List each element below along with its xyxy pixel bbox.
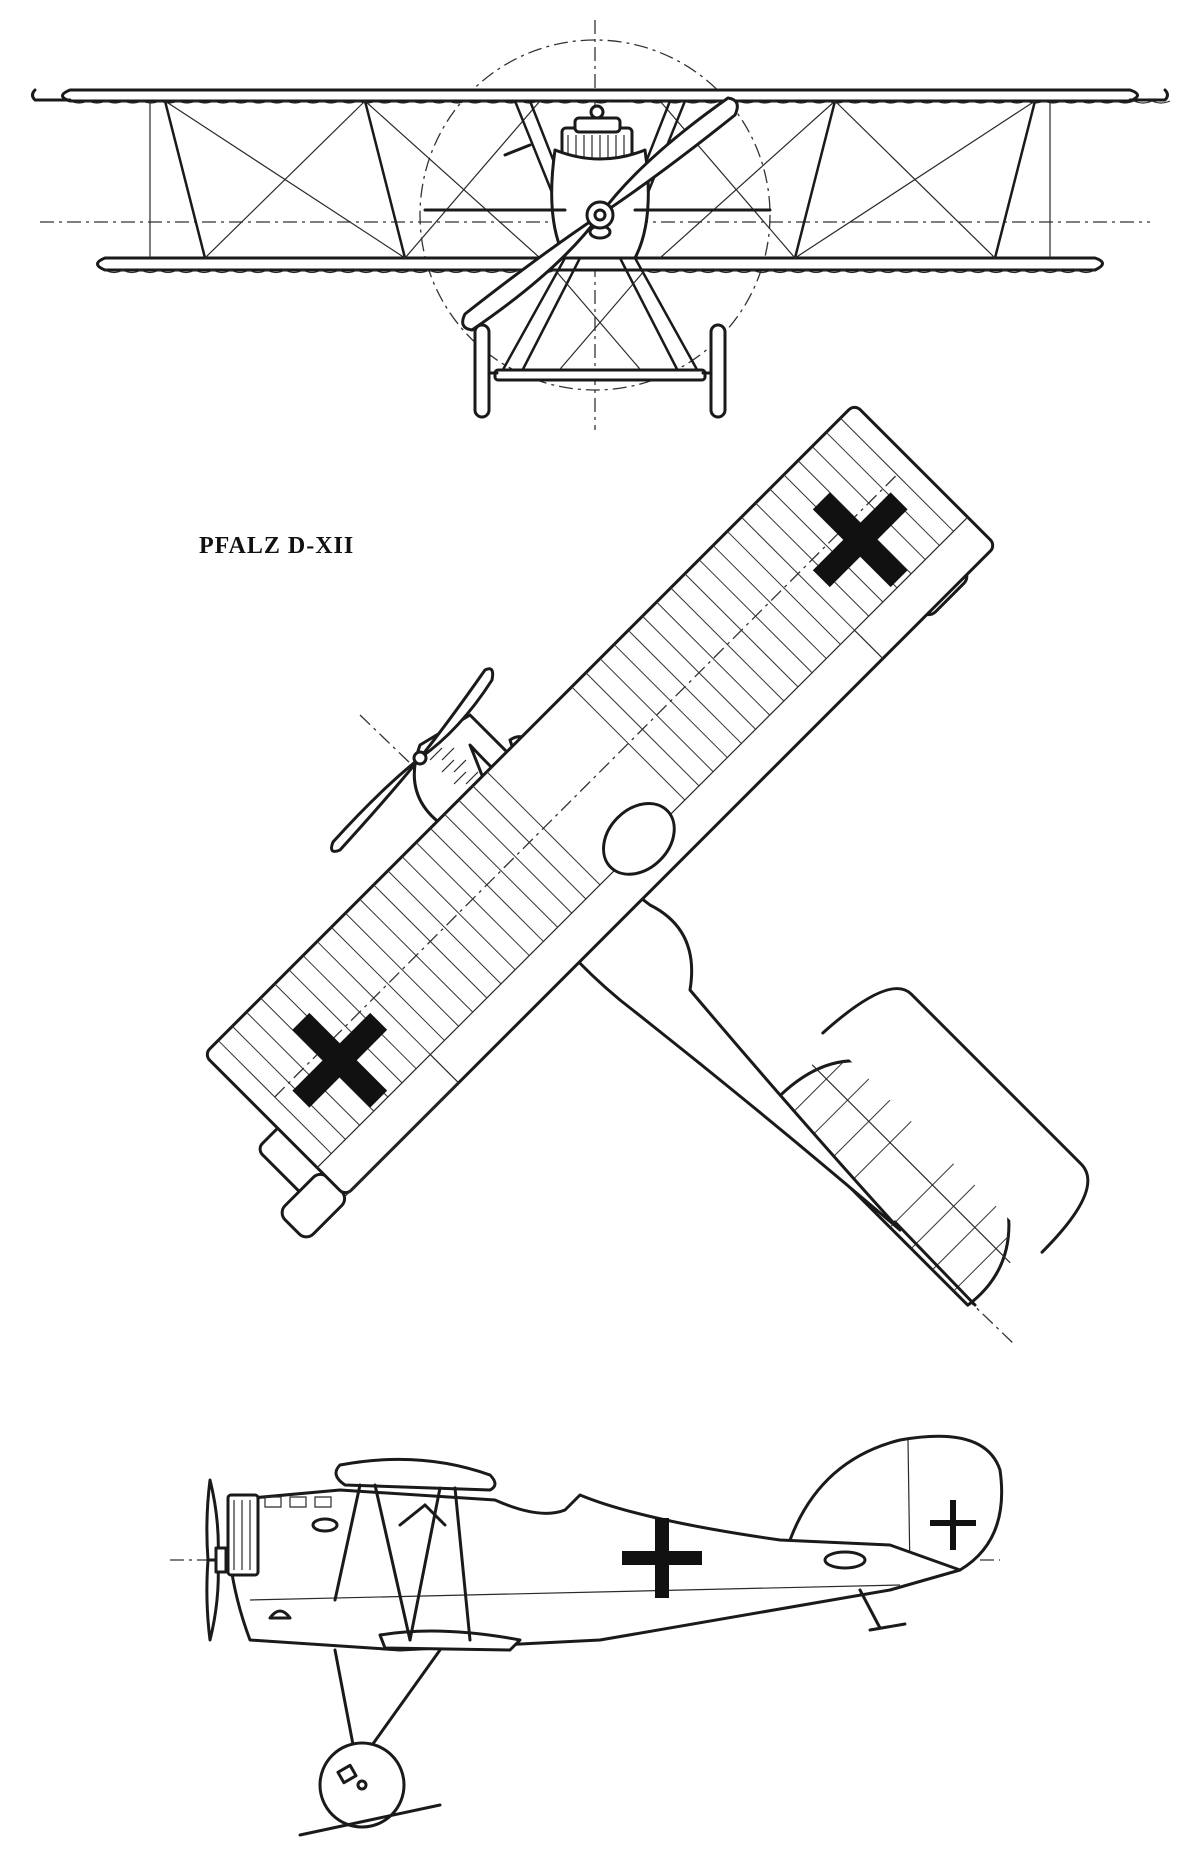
front-lower-wing <box>96 256 1104 272</box>
side-fuselage <box>228 1488 962 1652</box>
side-struts <box>333 1483 472 1642</box>
side-wheel <box>318 1741 406 1829</box>
drawing-title: PFALZ D-XII <box>199 533 355 559</box>
side-lower-wing <box>378 1629 522 1652</box>
front-landing-gear <box>473 256 727 419</box>
side-view <box>170 1434 1004 1837</box>
left-wheel <box>473 323 491 419</box>
side-upper-wing <box>334 1457 497 1492</box>
top-tailplane <box>761 987 1090 1307</box>
top-upper-wing <box>205 405 995 1197</box>
front-view <box>31 20 1171 430</box>
front-propeller <box>461 96 739 332</box>
front-upper-wing <box>61 88 1139 103</box>
side-fin-rudder <box>788 1434 1004 1577</box>
right-wheel <box>709 323 727 419</box>
wing-cross-left <box>292 1012 388 1108</box>
wing-cross-right <box>812 492 908 588</box>
top-propeller <box>330 667 495 853</box>
top-view <box>205 405 1090 1346</box>
rudder-cross <box>930 1500 976 1550</box>
side-landing-gear <box>298 1648 442 1837</box>
fuselage-cross <box>622 1518 702 1598</box>
side-propeller <box>205 1478 228 1642</box>
